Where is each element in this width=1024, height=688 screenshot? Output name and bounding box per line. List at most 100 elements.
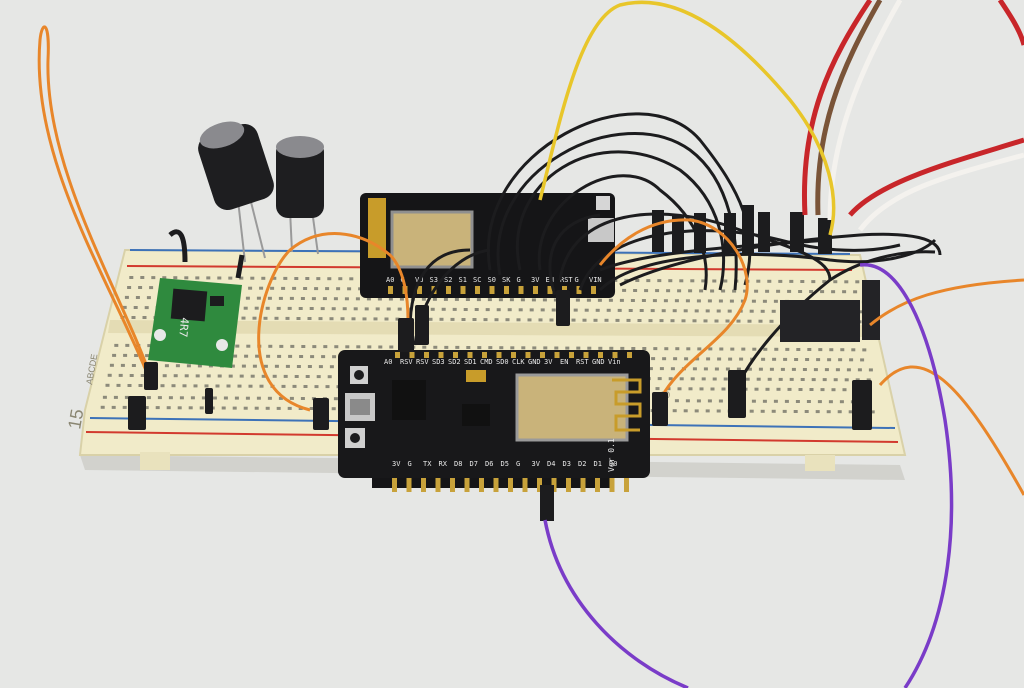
breadboard-hole xyxy=(785,347,790,351)
breadboard-hole xyxy=(542,298,547,302)
breadboard-hole xyxy=(129,374,134,377)
breadboard-hole xyxy=(760,409,765,413)
breadboard-hole xyxy=(246,344,251,348)
breadboard-hole xyxy=(565,346,570,350)
breadboard-hole xyxy=(721,387,726,391)
header-pin xyxy=(518,286,524,294)
breadboard-hole xyxy=(252,316,257,320)
breadboard-hole xyxy=(138,384,143,387)
breadboard-hole xyxy=(679,279,684,283)
breadboard-hole xyxy=(166,406,171,410)
breadboard-hole xyxy=(278,396,283,400)
yellow-wire xyxy=(538,0,836,236)
breadboard-hole xyxy=(710,387,715,391)
breadboard-hole xyxy=(787,387,792,391)
breadboard-hole xyxy=(532,346,537,350)
breadboard-hole xyxy=(751,299,756,303)
breadboard-hole xyxy=(309,307,314,310)
breadboard-hole xyxy=(351,317,356,321)
breadboard-hole xyxy=(817,400,822,404)
breadboard-hole xyxy=(736,367,741,371)
breadboard-hole xyxy=(250,374,255,378)
breadboard-hole xyxy=(325,385,330,389)
breadboard-hole xyxy=(754,387,759,391)
breadboard-hole xyxy=(657,279,662,283)
breadboard-hole xyxy=(140,374,145,377)
pin-label: SD0 xyxy=(496,358,509,366)
breadboard-hole xyxy=(212,396,217,400)
breadboard-hole xyxy=(609,346,614,350)
breadboard-hole xyxy=(829,348,834,352)
breadboard-hole xyxy=(122,405,127,409)
breadboard-hole xyxy=(538,318,543,322)
breadboard-hole xyxy=(835,368,840,372)
breadboard-hole xyxy=(498,298,503,302)
breadboard-hole xyxy=(336,287,341,291)
header-pin xyxy=(435,478,441,492)
breadboard-hole xyxy=(399,297,404,301)
header-pin xyxy=(453,352,458,358)
breadboard-hole xyxy=(787,289,792,293)
breadboard-hole xyxy=(422,345,427,349)
breadboard-hole xyxy=(828,400,833,404)
pin-label: TX xyxy=(423,460,432,468)
breadboard-hole xyxy=(182,384,187,388)
breadboard-hole xyxy=(259,384,264,388)
breadboard-hole xyxy=(305,375,310,378)
breadboard-hole xyxy=(204,384,209,388)
breadboard-hole xyxy=(344,297,349,301)
breadboard-hole xyxy=(641,299,646,302)
breadboard-hole xyxy=(250,276,255,280)
breadboard-hole xyxy=(806,400,811,403)
breadboard-hole xyxy=(652,299,657,303)
pin-label: 3V xyxy=(532,460,541,468)
breadboard-hole xyxy=(184,276,189,280)
breadboard-hole xyxy=(685,399,690,403)
breadboard-hole xyxy=(848,410,853,414)
breadboard-hole xyxy=(849,358,854,362)
breadboard-hole xyxy=(266,354,271,358)
breadboard-hole xyxy=(805,358,810,361)
breadboard-hole xyxy=(285,364,290,368)
breadboard-hole xyxy=(831,290,836,294)
pin-label: RST xyxy=(576,358,589,366)
pin-label: S3 xyxy=(430,276,438,284)
breadboard-hole xyxy=(342,307,347,311)
breadboard-hole xyxy=(661,309,666,313)
breadboard-hole xyxy=(798,388,803,391)
breadboard-hole xyxy=(620,346,625,350)
breadboard-hole xyxy=(255,354,260,358)
pin-label: GND xyxy=(592,358,605,366)
pin-label: 3V xyxy=(544,358,553,366)
breadboard-hole xyxy=(122,305,127,309)
breadboard-hole xyxy=(820,388,825,392)
breadboard-hole xyxy=(584,308,589,312)
breadboard-hole xyxy=(433,345,438,349)
breadboard-hole xyxy=(727,309,732,313)
breadboard-hole xyxy=(151,276,156,280)
pin-label: D6 xyxy=(485,460,493,468)
breadboard-hole xyxy=(868,368,873,372)
breadboard-hole xyxy=(146,396,151,400)
breadboard-hole xyxy=(650,309,655,313)
breadboard-hole xyxy=(102,395,107,399)
breadboard-hole xyxy=(793,410,798,413)
breadboard-hole xyxy=(520,298,525,302)
breadboard-hole xyxy=(540,308,545,312)
breadboard-hole xyxy=(254,306,259,310)
breadboard-hole xyxy=(303,385,308,388)
breadboard-hole xyxy=(721,289,726,293)
breadboard-hole xyxy=(301,345,306,348)
breadboard-hole xyxy=(134,354,139,357)
pin-label: 3V xyxy=(392,460,401,468)
header-pin xyxy=(392,478,397,492)
breadboard-hole xyxy=(215,384,220,388)
header-pin xyxy=(489,286,495,294)
capacitor-left xyxy=(198,121,274,263)
breadboard-hole xyxy=(114,343,119,347)
breadboard-hole xyxy=(794,358,799,361)
breadboard-hole xyxy=(140,276,145,279)
breadboard-hole xyxy=(668,279,673,283)
breadboard-hole xyxy=(527,318,532,322)
